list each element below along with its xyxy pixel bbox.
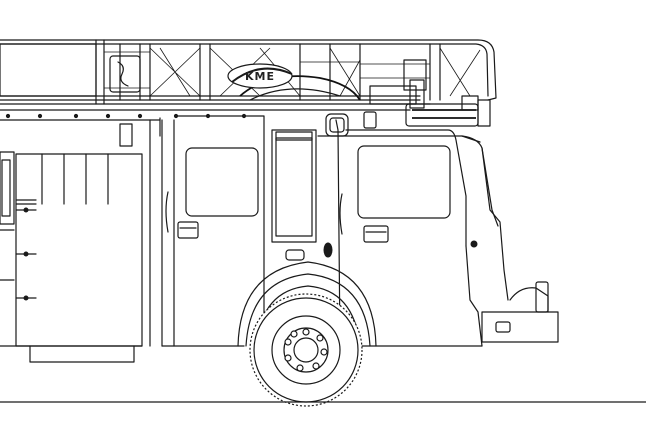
front-wheel xyxy=(237,261,377,407)
rear-body-compartments xyxy=(0,119,161,363)
logo-text: KME xyxy=(245,70,275,83)
aerial-ladder xyxy=(0,39,497,147)
cab xyxy=(149,115,559,347)
kme-logo: KME xyxy=(227,63,293,89)
